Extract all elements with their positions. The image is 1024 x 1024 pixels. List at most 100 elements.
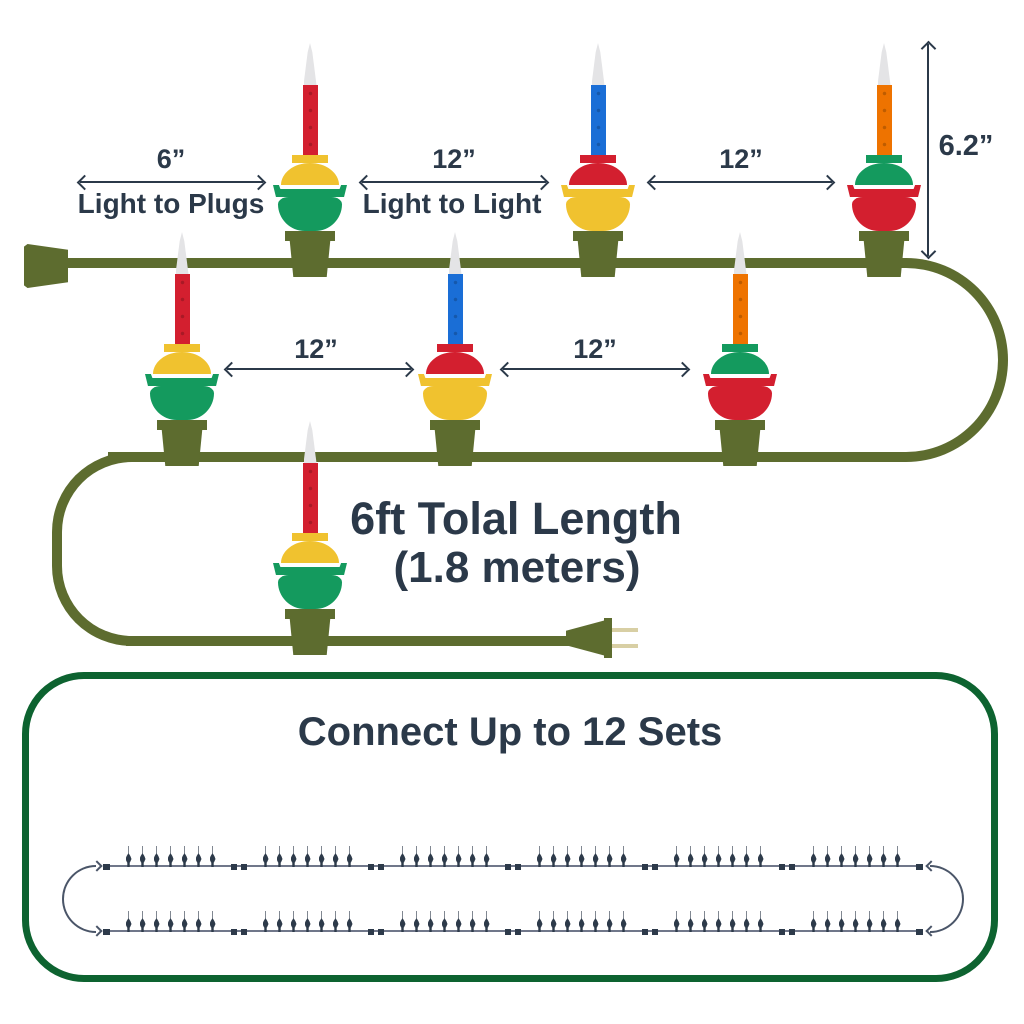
socket-body — [719, 430, 761, 466]
glass-tip-icon — [877, 43, 891, 85]
mini-string-wire-2 — [103, 930, 923, 932]
bulb-dome — [711, 352, 769, 374]
bulb-neck — [866, 155, 902, 163]
bubble-tube — [302, 463, 318, 533]
bulb-body — [708, 386, 772, 420]
mini-plug-connector — [231, 929, 247, 935]
mini-light-set — [536, 846, 627, 867]
arrow-plug-to-light — [76, 174, 267, 191]
mini-bulb-icon — [483, 846, 490, 867]
bulb-dome — [569, 163, 627, 185]
mini-bulb-icon — [550, 911, 557, 932]
male-plug-face — [604, 618, 612, 658]
bulb-dome — [426, 352, 484, 374]
mini-bulb-icon — [125, 911, 132, 932]
panel-title: Connect Up to 12 Sets — [297, 710, 723, 754]
mini-bulb-icon — [153, 846, 160, 867]
mini-bulb-icon — [620, 846, 627, 867]
arrow-light-to-light — [358, 174, 550, 191]
mini-bulb-icon — [209, 911, 216, 932]
plug-prong-bottom — [612, 644, 638, 648]
mini-light-set — [673, 846, 764, 867]
mini-bulb-icon — [620, 911, 627, 932]
socket-body — [577, 241, 619, 277]
top-gap-2-value: 12” — [719, 144, 763, 174]
mini-bulb-icon — [866, 911, 873, 932]
mini-plug-connector — [231, 864, 247, 870]
mini-bulb-icon — [673, 911, 680, 932]
mini-bulb-icon — [729, 911, 736, 932]
bubble-light-1 — [270, 43, 350, 277]
mini-bulb-icon — [167, 911, 174, 932]
mini-bulb-icon — [399, 846, 406, 867]
mini-bulb-icon — [564, 911, 571, 932]
bulb-body — [150, 386, 214, 420]
bulb-saucer — [847, 185, 921, 197]
bulb-body — [278, 197, 342, 231]
mini-bulb-icon — [852, 911, 859, 932]
mini-bulb-icon — [262, 911, 269, 932]
glass-tip-icon — [448, 232, 462, 274]
mini-bulb-icon — [209, 846, 216, 867]
mini-bulb-icon — [483, 911, 490, 932]
bulb-neck — [722, 344, 758, 352]
bubble-light-3 — [844, 43, 924, 277]
glass-tip-icon — [733, 232, 747, 274]
socket-body — [289, 241, 331, 277]
mini-bulb-icon — [743, 846, 750, 867]
mini-bulb-icon — [536, 911, 543, 932]
bubble-tube — [302, 85, 318, 155]
mini-bulb-icon — [318, 911, 325, 932]
arrow-mid-gap-2 — [499, 361, 691, 378]
bubble-tube — [174, 274, 190, 344]
bulb-body — [278, 575, 342, 609]
mini-bulb-icon — [715, 911, 722, 932]
mini-light-set — [399, 846, 490, 867]
bulb-body — [423, 386, 487, 420]
bubble-light-7 — [270, 421, 350, 655]
mini-bulb-icon — [181, 846, 188, 867]
mini-bulb-icon — [290, 846, 297, 867]
mini-bulb-icon — [715, 846, 722, 867]
socket-flange — [430, 420, 480, 430]
string-wire-left-turn — [52, 452, 132, 646]
bubble-light-4 — [142, 232, 222, 466]
socket-flange — [157, 420, 207, 430]
total-length-line1: 6ft Tolal Length — [350, 493, 682, 544]
mini-bulb-icon — [592, 911, 599, 932]
mini-bulb-icon — [810, 846, 817, 867]
mini-bulb-icon — [195, 911, 202, 932]
arrow-top-gap-2 — [646, 174, 836, 191]
female-plug-icon — [24, 244, 68, 288]
mini-bulb-icon — [346, 846, 353, 867]
bulb-dome — [153, 352, 211, 374]
mini-bulb-icon — [852, 846, 859, 867]
bulb-saucer — [561, 185, 635, 197]
mini-plug-end — [916, 864, 923, 870]
male-plug-icon — [566, 620, 606, 656]
bulb-neck — [164, 344, 200, 352]
mini-bulb-icon — [441, 846, 448, 867]
plug-spacing-caption: Light to Plugs — [77, 188, 265, 219]
mini-bulb-icon — [578, 911, 585, 932]
mini-bulb-icon — [687, 911, 694, 932]
mini-bulb-icon — [413, 846, 420, 867]
mini-bulb-icon — [276, 911, 283, 932]
mini-bulb-icon — [441, 911, 448, 932]
mini-plug-connector — [368, 864, 384, 870]
mini-bulb-icon — [880, 911, 887, 932]
mini-bulb-icon — [262, 846, 269, 867]
mini-bulb-icon — [427, 846, 434, 867]
mini-light-set — [399, 911, 490, 932]
mini-bulb-icon — [838, 846, 845, 867]
light-spacing-caption: Light to Light — [362, 188, 542, 219]
mini-plug-connector — [642, 929, 658, 935]
mini-bulb-icon — [757, 911, 764, 932]
mini-bulb-icon — [195, 846, 202, 867]
mini-bulb-icon — [399, 911, 406, 932]
mini-light-set — [125, 911, 216, 932]
bubble-tube — [590, 85, 606, 155]
mini-bulb-icon — [153, 911, 160, 932]
mini-bulb-icon — [606, 846, 613, 867]
mini-light-set — [262, 846, 353, 867]
